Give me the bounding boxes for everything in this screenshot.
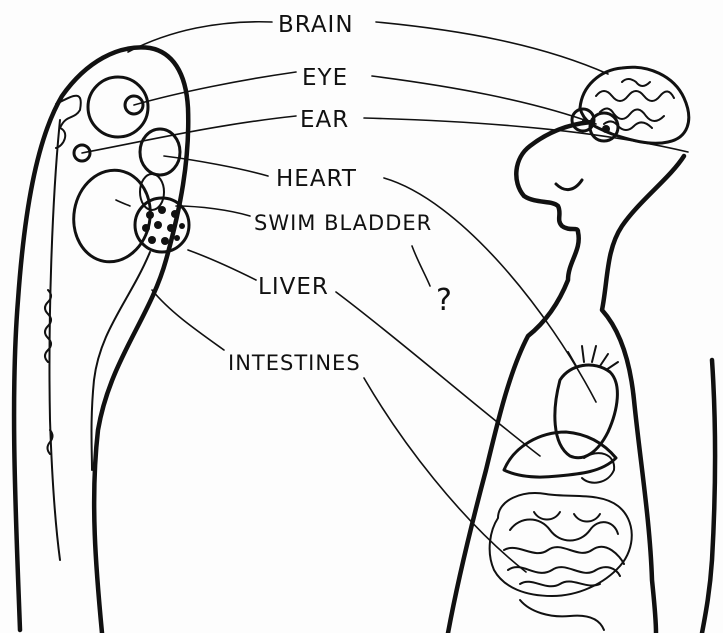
leader-intestines-left	[152, 290, 224, 350]
fish-embryo-outline	[14, 47, 188, 633]
human-mouth	[556, 180, 582, 190]
human-brain	[580, 67, 689, 143]
leader-eye-left	[134, 72, 296, 105]
human-head-face	[448, 122, 592, 633]
leader-liver-left	[188, 250, 256, 280]
label-question-mark: ?	[436, 283, 453, 318]
human-intestines	[490, 493, 632, 630]
leader-lines	[82, 22, 688, 572]
human-arm	[702, 360, 715, 633]
label-eye: EYE	[302, 65, 348, 91]
human-heart	[555, 365, 618, 458]
leader-eye-right	[372, 76, 596, 124]
human-figure	[448, 67, 715, 633]
fish-embryo	[14, 47, 189, 633]
human-brain-folds	[596, 79, 674, 130]
fish-heart	[140, 129, 180, 175]
label-liver: LIVER	[258, 274, 329, 300]
label-swim-bladder: SWIM BLADDER	[254, 211, 432, 235]
leader-brain-right	[376, 22, 608, 74]
leader-swim-bladder-l	[116, 200, 130, 206]
human-back-outline	[602, 156, 684, 633]
label-ear: EAR	[300, 107, 349, 133]
leader-swim-bladder-q	[412, 246, 430, 286]
label-brain: BRAIN	[278, 12, 354, 38]
human-liver	[504, 432, 616, 477]
label-intestines: INTESTINES	[228, 351, 361, 375]
human-pupil-right	[602, 125, 610, 133]
fish-neural-tube	[49, 120, 60, 560]
fish-eye	[88, 77, 148, 137]
label-heart: HEART	[276, 166, 357, 192]
